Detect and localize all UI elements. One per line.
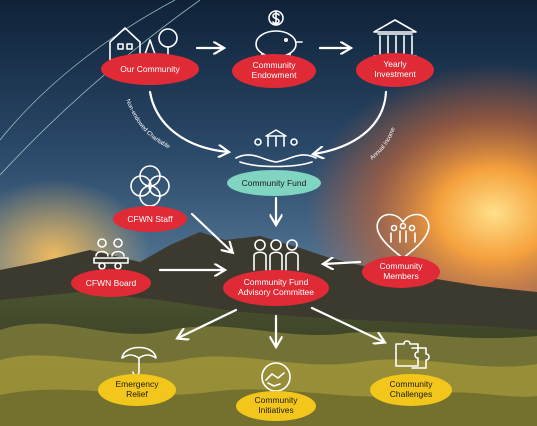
people-at-table-icon [93, 238, 129, 270]
arrow-members-to-committee [324, 262, 362, 264]
arrow-committee-to-relief [178, 308, 238, 338]
node-community-members: Community Members [362, 256, 440, 288]
node-label: Advisory Committee [238, 287, 314, 297]
piggy-bank-dollar-icon [255, 10, 303, 61]
bank-building-icon [373, 19, 417, 57]
node-label: Relief [126, 389, 148, 399]
umbrella-icon [121, 346, 157, 376]
flow-arrows [148, 48, 388, 346]
node-label: Community [380, 261, 424, 271]
node-community-endowment: Community Endowment [232, 54, 316, 88]
node-label: Community Fund [244, 277, 309, 287]
node-label: CFWN Board [86, 278, 137, 288]
puzzle-pieces-icon [395, 340, 430, 369]
node-advisory-committee: Community Fund Advisory Committee [223, 270, 329, 306]
node-label: Endowment [252, 70, 298, 80]
node-emergency-relief: Emergency Relief [98, 374, 176, 406]
node-label: Investment [374, 69, 416, 79]
node-cfwn-staff: CFWN Staff [113, 206, 187, 232]
linked-circles-icon [130, 165, 170, 207]
node-label: Our Community [120, 64, 180, 74]
people-in-heart-icon [376, 213, 430, 259]
three-people-icon [253, 239, 299, 271]
node-yearly-investment: Yearly Investment [356, 53, 434, 87]
arrow-community-to-fund [148, 90, 228, 152]
node-label: Initiatives [258, 405, 293, 415]
node-label: Community [390, 379, 434, 389]
node-community-initiatives: Community Initiatives [236, 391, 316, 421]
node-label: Challenges [390, 389, 433, 399]
decorative-streaks [0, 0, 201, 176]
node-label: Community Fund [242, 178, 307, 188]
node-community-fund: Community Fund [227, 170, 321, 196]
node-label: Yearly [383, 59, 407, 69]
hand-holding-people-bank-icon [235, 129, 317, 168]
node-label: CFWN Staff [127, 214, 173, 224]
node-cfwn-board: CFWN Board [71, 269, 151, 297]
handshake-icon [261, 362, 291, 392]
node-our-community: Our Community [101, 53, 199, 85]
node-label: Members [383, 271, 418, 281]
arrow-staff-to-committee [190, 212, 232, 252]
arrow-investment-to-fund [314, 90, 388, 154]
edge-label-income: Annual Income [369, 126, 397, 161]
node-label: Community [255, 395, 299, 405]
arrow-committee-to-challenges [310, 306, 384, 342]
node-label: Community [253, 60, 297, 70]
node-community-challenges: Community Challenges [370, 374, 452, 406]
node-label: Emergency [116, 379, 160, 389]
